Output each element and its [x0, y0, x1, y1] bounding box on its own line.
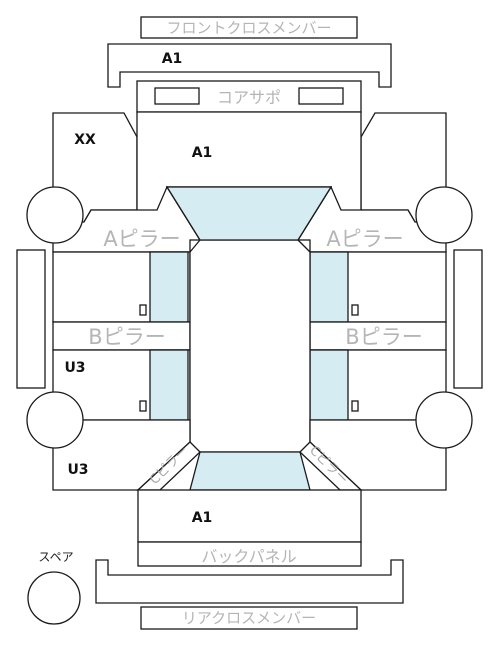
right-front-door-glass[interactable]: [309, 251, 349, 323]
roof-panel[interactable]: [189, 239, 311, 453]
left-rear-door-glass[interactable]: [149, 349, 189, 421]
core-support-label: コアサポ: [217, 88, 281, 107]
front-cross-member-panel[interactable]: [140, 16, 358, 39]
right-front-door-handle[interactable]: [351, 304, 359, 316]
spare-tire[interactable]: [27, 571, 81, 625]
hood-mark: A1: [192, 145, 213, 161]
left-front-wheel[interactable]: [26, 186, 84, 244]
right-rear-door-handle[interactable]: [351, 400, 359, 412]
right-rear-door-glass[interactable]: [309, 349, 349, 421]
trunk-mark: A1: [192, 510, 213, 526]
rear-bumper-panel[interactable]: [95, 559, 404, 604]
roof-front-right-chamfer: [297, 239, 311, 253]
left-rear-quarter-mark: U3: [67, 462, 88, 478]
left-side-skirt[interactable]: [16, 249, 46, 389]
spare-label: スペア: [38, 550, 73, 564]
left-rear-wheel[interactable]: [26, 391, 84, 449]
right-rear-wheel[interactable]: [415, 391, 473, 449]
right-a-pillar-label: Aピラー: [326, 227, 403, 251]
left-b-pillar[interactable]: [52, 321, 191, 351]
front-bumper-mark: A1: [162, 51, 183, 67]
left-a-pillar-label: Aピラー: [103, 227, 180, 251]
left-fender-mark: XX: [74, 132, 96, 148]
front-cross-member-label: フロントクロスメンバー: [166, 19, 331, 37]
right-headlight[interactable]: [298, 87, 344, 105]
left-front-door-glass[interactable]: [149, 251, 189, 323]
roof-front-left-chamfer: [189, 239, 201, 253]
rear-window[interactable]: [189, 451, 311, 491]
back-panel-label: バックパネル: [201, 547, 296, 566]
left-front-door-handle[interactable]: [139, 304, 147, 316]
left-headlight[interactable]: [154, 87, 200, 105]
left-rear-door-mark: U3: [64, 360, 85, 376]
trunk-panel[interactable]: [137, 489, 362, 543]
right-side-skirt[interactable]: [453, 249, 483, 389]
right-front-wheel[interactable]: [415, 186, 473, 244]
front-bumper-panel[interactable]: [107, 43, 392, 88]
rear-cross-member-label: リアクロスメンバー: [182, 609, 316, 627]
left-rear-door-handle[interactable]: [139, 400, 147, 412]
left-b-pillar-label: Bピラー: [88, 325, 165, 349]
right-b-pillar-label: Bピラー: [345, 325, 422, 349]
back-panel[interactable]: [137, 541, 362, 567]
right-b-pillar[interactable]: [309, 321, 447, 351]
rear-cross-member-panel[interactable]: [140, 606, 358, 630]
